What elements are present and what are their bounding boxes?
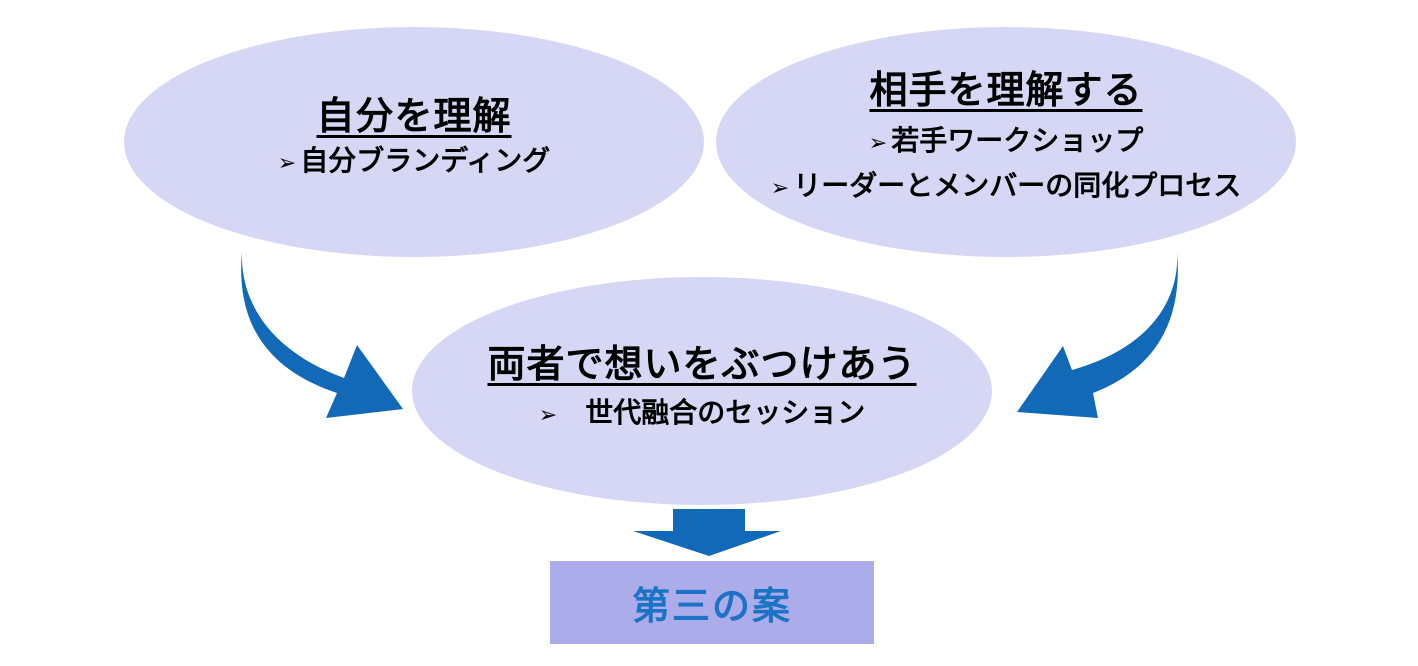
- bullet-text: リーダーとメンバーの同化プロセス: [793, 169, 1242, 202]
- other-node-bullet: ➢リーダーとメンバーの同化プロセス: [706, 165, 1306, 210]
- down-arrow-icon: [633, 509, 781, 556]
- bullet-text: 若手ワークショップ: [891, 124, 1144, 157]
- arrowhead-bullet-icon: ➢: [538, 403, 558, 428]
- both-node-bullet: ➢ 世代融合のセッション: [452, 392, 952, 437]
- self-node-title: 自分を理解: [316, 94, 512, 138]
- arrowhead-bullet-icon: ➢: [770, 176, 790, 201]
- bullet-text: 自分ブランディング: [300, 144, 551, 177]
- other-node-bullet: ➢若手ワークショップ: [706, 120, 1306, 165]
- bullet-text: 世代融合のセッション: [585, 396, 866, 429]
- self-node: 自分を理解 ➢自分ブランディング: [164, 92, 664, 185]
- both-node-title: 両者で想いをぶつけあう: [487, 342, 917, 386]
- both-sides-ellipse: [412, 277, 992, 505]
- other-node-title: 相手を理解する: [869, 68, 1143, 112]
- curved-arrow-left-icon: [241, 251, 403, 418]
- curved-arrow-right-icon: [1017, 251, 1178, 418]
- other-understanding-ellipse: [716, 27, 1296, 257]
- both-node: 両者で想いをぶつけあう ➢ 世代融合のセッション: [452, 340, 952, 437]
- arrowhead-bullet-icon: ➢: [868, 131, 888, 156]
- arrowhead-bullet-icon: ➢: [277, 151, 297, 176]
- other-node: 相手を理解する ➢若手ワークショップ ➢リーダーとメンバーの同化プロセス: [706, 66, 1306, 210]
- self-node-bullet: ➢自分ブランディング: [164, 140, 664, 185]
- self-understanding-ellipse: [124, 27, 704, 257]
- result-label: 第三の案: [631, 584, 792, 628]
- result-box: 第三の案: [550, 561, 874, 644]
